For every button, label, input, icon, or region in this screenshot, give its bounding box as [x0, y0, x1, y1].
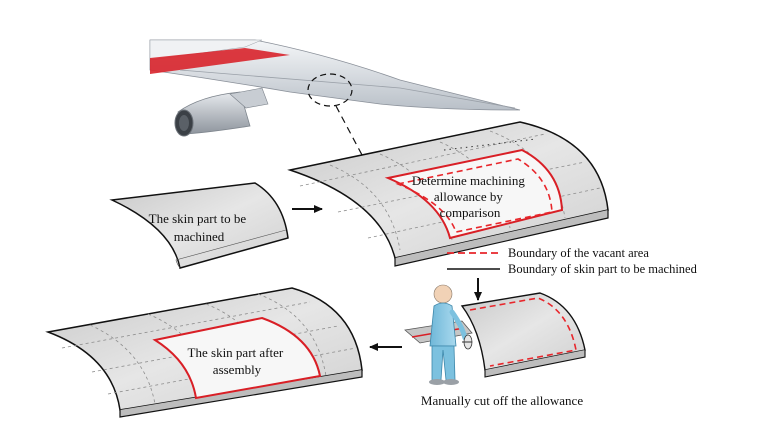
worker-icon	[429, 284, 468, 385]
label-manual-cut: Manually cut off the allowance	[421, 393, 583, 408]
comparison-panel: Determine machining allowance by compari…	[287, 121, 609, 267]
airplane-wing-icon	[149, 39, 521, 137]
label-skin-to-machine: The skin part to be machined	[149, 211, 250, 244]
skin-part-to-machine: The skin part to be machined	[109, 182, 289, 269]
label-determine-allowance: Determine machining allowance by compari…	[412, 173, 528, 220]
engine-icon	[174, 87, 269, 137]
cutting-scene: Manually cut off the allowance	[404, 284, 586, 408]
cutting-tool-icon	[462, 334, 473, 350]
assembled-skin-panel: The skin part after assembly	[45, 287, 363, 418]
legend-vacant-label: Boundary of the vacant area	[508, 246, 649, 260]
legend: Boundary of the vacant area Boundary of …	[447, 246, 698, 276]
focus-ellipse	[307, 73, 353, 107]
label-after-assembly: The skin part after assembly	[188, 345, 287, 377]
legend-skin-label: Boundary of skin part to be machined	[508, 262, 698, 276]
